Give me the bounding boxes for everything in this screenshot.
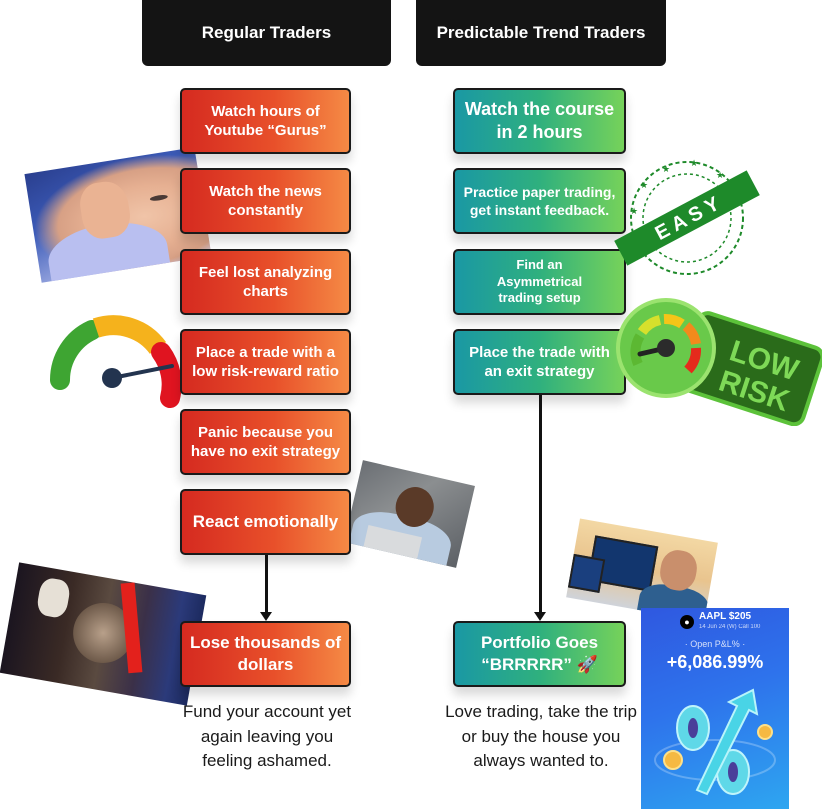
svg-text:★: ★ <box>662 164 670 174</box>
step-text: Practice paper trading, get instant feed… <box>463 183 616 218</box>
step-text: Watch the course in 2 hours <box>464 98 615 142</box>
apple-icon: ● <box>680 615 694 629</box>
pnl-label: · Open P&L% · <box>684 639 746 649</box>
trend-step-2: Practice paper trading, get instant feed… <box>453 168 626 234</box>
high-risk-gauge-icon <box>49 315 182 408</box>
stressed-trader-image <box>344 460 475 568</box>
step-text: Feel lost analyzing charts <box>198 263 333 301</box>
trend-step-1: Watch the course in 2 hours <box>453 88 626 154</box>
happy-trader-image <box>566 518 718 622</box>
svg-text:★: ★ <box>640 180 648 190</box>
low-risk-badge-icon: LOW RISK <box>616 298 822 426</box>
regular-step-4: Place a trade with a low risk-reward rat… <box>180 329 351 395</box>
regular-outcome-caption: Fund your account yet again leaving you … <box>182 702 352 771</box>
regular-step-7: Lose thousands of dollars <box>180 621 351 687</box>
step-text: React emotionally <box>192 511 339 531</box>
pnl-contract: 14 Jun 24 (W) Call 100 <box>699 624 761 630</box>
step-text: Watch hours of Youtube “Gurus” <box>204 102 327 140</box>
regular-step-5: Panic because you have no exit strategy <box>180 409 351 475</box>
pnl-screenshot-card: ● AAPL $205 14 Jun 24 (W) Call 100 · Ope… <box>641 608 789 809</box>
step-text: Place a trade with a low risk-reward rat… <box>192 343 339 381</box>
step-text: Watch the news constantly <box>209 182 322 220</box>
right-arrow-head-icon <box>534 612 546 621</box>
regular-step-2: Watch the news constantly <box>180 168 351 234</box>
svg-text:★: ★ <box>690 158 698 168</box>
step-text: Place the trade with an exit strategy <box>469 343 610 381</box>
losing-money-image <box>0 562 207 706</box>
step-text: Lose thousands of dollars <box>189 632 342 674</box>
trend-traders-title: Predictable Trend Traders <box>436 23 646 42</box>
regular-traders-header: Regular Traders <box>142 0 391 66</box>
pnl-ticker: AAPL $205 <box>699 611 752 622</box>
svg-text:★: ★ <box>716 170 724 180</box>
percent-up-arrow-icon <box>654 688 776 796</box>
trend-step-4: Place the trade with an exit strategy <box>453 329 626 395</box>
regular-step-1: Watch hours of Youtube “Gurus” <box>180 88 351 154</box>
step-text: Find an Asymmetrical trading setup <box>496 256 583 306</box>
trend-outcome-caption: Love trading, take the trip or buy the h… <box>445 702 637 771</box>
left-arrow-head-icon <box>260 612 272 621</box>
trend-step-3: Find an Asymmetrical trading setup <box>453 249 626 315</box>
trend-step-5: Portfolio Goes “BRRRRR” 🚀 <box>453 621 626 687</box>
svg-text:★: ★ <box>630 206 638 216</box>
trend-traders-header: Predictable Trend Traders <box>416 0 666 66</box>
step-text: Portfolio Goes “BRRRRR” 🚀 <box>480 632 599 674</box>
pnl-value: +6,086.99% <box>666 652 764 672</box>
step-text: Panic because you have no exit strategy <box>190 423 341 461</box>
regular-step-6: React emotionally <box>180 489 351 555</box>
right-flow-arrow <box>539 395 542 615</box>
regular-traders-title: Regular Traders <box>201 23 332 42</box>
easy-stamp-icon: ★ ★ ★ ★ ★ E A S Y <box>614 158 760 275</box>
regular-step-3: Feel lost analyzing charts <box>180 249 351 315</box>
left-flow-arrow <box>265 555 268 615</box>
